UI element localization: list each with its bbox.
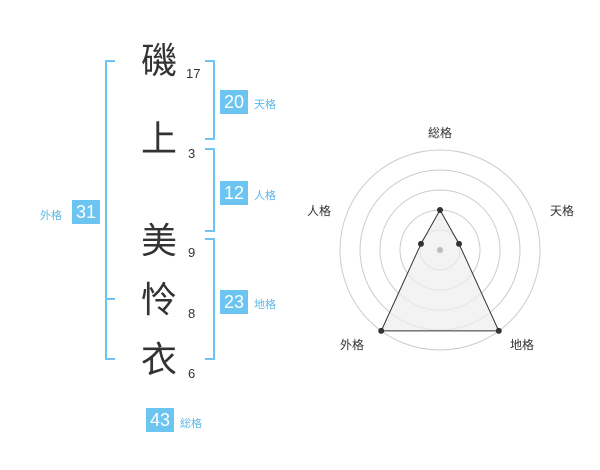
radar-label-tenkaku: 天格	[550, 204, 575, 218]
name-char-4: 怜	[141, 280, 178, 321]
radar-label-gaikaku: 外格	[340, 338, 365, 352]
jinkaku-bracket-line	[213, 148, 215, 230]
radar-point	[495, 327, 502, 334]
jinkaku-bracket-top	[205, 148, 215, 150]
gaikaku-bracket-bottom	[105, 358, 115, 360]
name-char-1: 磯	[141, 41, 178, 82]
radar-label-jinkaku: 人格	[307, 204, 332, 218]
stroke-count-3: 9	[188, 245, 196, 260]
radar-polygon	[380, 208, 500, 332]
stroke-count-4: 8	[188, 306, 196, 321]
tenkaku-bracket-top	[205, 60, 215, 62]
radar-center-dot	[437, 247, 443, 253]
name-char-2: 上	[141, 119, 178, 160]
radar-ring	[339, 149, 541, 351]
tenkaku-value: 20	[220, 90, 248, 114]
chikaku-bracket-line	[213, 238, 215, 358]
gaikaku-label: 外格	[40, 209, 62, 222]
radar-point	[437, 207, 443, 213]
chikaku-bracket-top	[205, 238, 215, 240]
tenkaku-bracket-line	[213, 60, 215, 138]
soukaku-label: 総格	[180, 417, 202, 430]
name-char-3: 美	[141, 221, 178, 262]
jinkaku-bracket-bottom	[205, 230, 215, 232]
gaikaku-value: 31	[72, 200, 100, 224]
gaikaku-bracket-top	[105, 60, 115, 62]
stroke-count-2: 3	[188, 146, 196, 161]
radar-label-chikaku: 地格	[510, 338, 535, 352]
tenkaku-label: 天格	[254, 98, 276, 111]
chikaku-label: 地格	[254, 298, 276, 311]
gaikaku-bracket-line	[105, 60, 107, 358]
soukaku-value: 43	[146, 408, 174, 432]
radar-label-soukaku: 総格	[428, 126, 453, 140]
stroke-count-5: 6	[188, 366, 196, 381]
radar-point	[417, 240, 424, 247]
chikaku-bracket-bottom	[205, 358, 215, 360]
radar-points	[378, 207, 502, 334]
gaikaku-bracket-mid	[105, 298, 115, 300]
stroke-count-1: 17	[186, 66, 201, 81]
name-char-5: 衣	[141, 340, 178, 381]
chikaku-value: 23	[220, 290, 248, 314]
radar-point	[378, 327, 385, 334]
jinkaku-label: 人格	[254, 189, 276, 202]
tenkaku-bracket-bottom	[205, 138, 215, 140]
radar-point	[456, 240, 463, 247]
jinkaku-value: 12	[220, 181, 248, 205]
